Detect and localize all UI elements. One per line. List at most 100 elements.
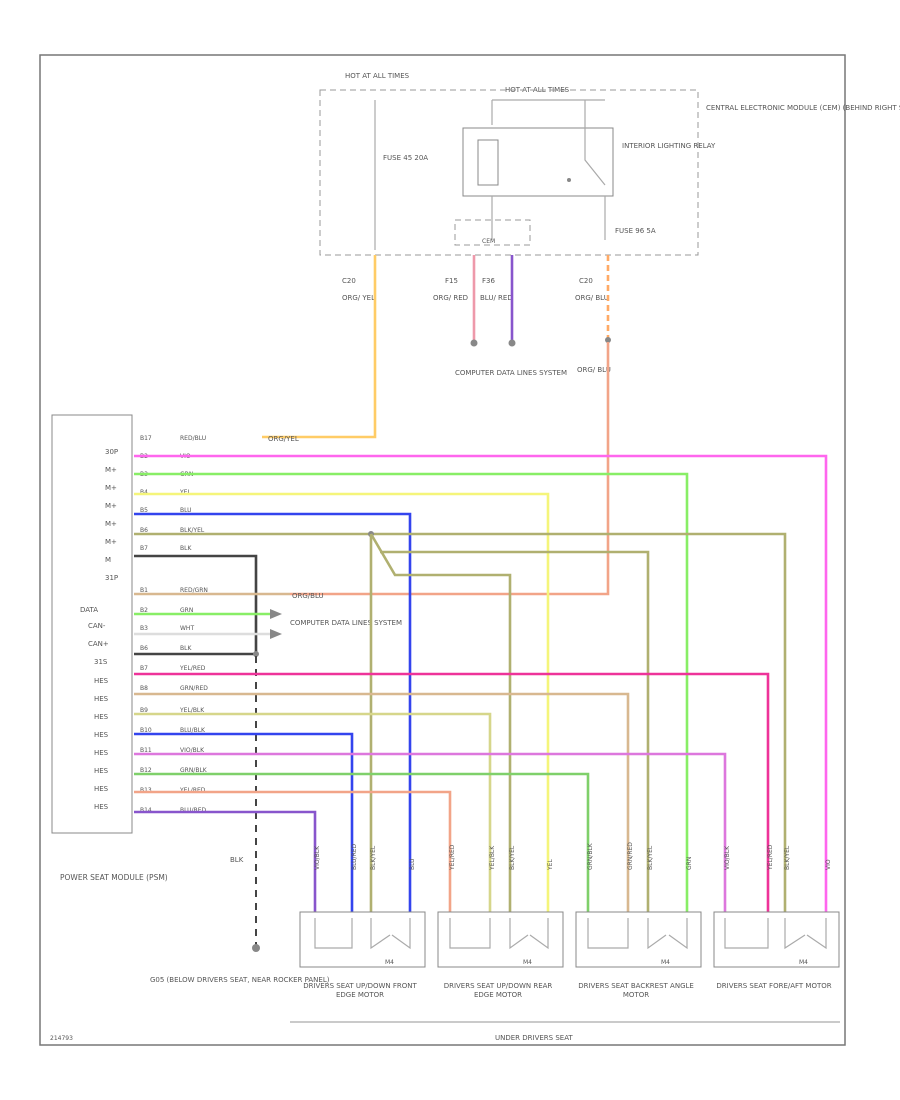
wire-tag-pin: B2 <box>140 607 148 614</box>
motor-wire-label: VIO <box>825 859 832 870</box>
wire-blu-red-hes <box>134 810 317 912</box>
conn-c20-right: C20 <box>579 277 593 285</box>
wire-label-org-blu: ORG/ BLU <box>575 294 609 302</box>
wire-tag-pin: B5 <box>140 507 148 514</box>
wire-tag-pin: B13 <box>140 787 152 794</box>
motor-wire-label: BLK/YEL <box>647 845 654 870</box>
org-yel-return-label: ORG/YEL <box>268 435 299 443</box>
wire-blk-yel-common <box>134 532 787 912</box>
motor-rear-edge: M4 <box>437 911 564 968</box>
wire-tag-pin: B12 <box>140 767 152 774</box>
pin-label: M+ <box>105 484 117 492</box>
pin-label: HES <box>94 695 109 703</box>
wire-label-org-yel: ORG/ YEL <box>342 294 375 302</box>
motor-wire-labels: VIO/BLK BLU/RED BLK/YEL BLU YEL/RED YEL/… <box>314 842 832 871</box>
motor-name: DRIVERS SEAT UP/DOWN REAR EDGE MOTOR <box>443 982 553 999</box>
conn-f15: F15 <box>445 277 458 285</box>
pin-label: HES <box>94 803 109 811</box>
motor-name: DRIVERS SEAT BACKREST ANGLE MOTOR <box>578 982 694 999</box>
relay-switch <box>584 125 606 240</box>
splice-f36 <box>508 339 516 347</box>
motor-wire-label: VIO/BLK <box>314 845 321 870</box>
wire-tag-pin: B1 <box>140 587 148 594</box>
pin-label: HES <box>94 767 109 775</box>
interior-lighting-relay <box>462 127 614 197</box>
wire-tag-pin: B3 <box>140 625 148 632</box>
cem-box-label: CEM <box>482 238 495 245</box>
ground-wire-label: BLK <box>230 856 244 864</box>
pin-label: M <box>105 556 111 564</box>
motor-conn: M4 <box>661 959 670 966</box>
wire-tag-pin: B11 <box>140 747 152 754</box>
wire-tag-color: GRN/BLK <box>180 767 208 774</box>
wire-label-org-red: ORG/ RED <box>433 294 468 302</box>
pin-label: 30P <box>105 448 118 456</box>
pin-label: CAN- <box>88 622 106 630</box>
wire-tag-color: YEL/RED <box>179 787 206 794</box>
pin-label: HES <box>94 785 109 793</box>
wire-vio <box>134 454 828 912</box>
motor-conn: M4 <box>385 959 394 966</box>
pin-label: DATA <box>80 606 98 614</box>
wire-tag-color: YEL/BLK <box>179 707 205 714</box>
wire-yel <box>134 492 550 912</box>
wire-tag-pin: B10 <box>140 727 152 734</box>
wire-vio-blk-hes <box>134 752 727 912</box>
diagram-frame <box>39 54 846 1046</box>
diagram-id: 214793 <box>50 1035 73 1042</box>
pin-label: M+ <box>105 466 117 474</box>
wire-tag-pin: B6 <box>140 645 148 652</box>
wire-tag-color: RED/BLU <box>180 435 206 442</box>
fuse-45-label: FUSE 45 20A <box>383 154 428 162</box>
module-pin-labels: 30P M+ M+ M+ M+ M+ M 31P DATA CAN- CAN+ … <box>80 448 118 811</box>
wire-blu <box>134 512 412 912</box>
conn-c20-left: C20 <box>342 277 356 285</box>
wire-tag-color: RED/GRN <box>180 587 208 594</box>
ground-point <box>252 944 260 952</box>
wire-tag-color: BLU/RED <box>180 807 207 814</box>
pin-label: 31P <box>105 574 118 582</box>
motor-names: DRIVERS SEAT UP/DOWN FRONT EDGE MOTOR DR… <box>303 982 832 999</box>
wire-org-yel <box>262 255 377 439</box>
wire-yel-red-hes1 <box>134 672 770 912</box>
wire-tag-color: BLK <box>180 545 192 552</box>
motor-wire-label: GRN <box>686 857 693 870</box>
pin-label: M+ <box>105 502 117 510</box>
pin-label: M+ <box>105 538 117 546</box>
wire-tag-pin: B14 <box>140 807 152 814</box>
splice-f15 <box>470 339 478 347</box>
wire-tag-pin: B9 <box>140 707 148 714</box>
cem-label: CENTRAL ELECTRONIC MODULE (CEM) (BEHIND … <box>706 104 900 112</box>
ground-name: G05 (BELOW DRIVERS SEAT, NEAR ROCKER PAN… <box>150 976 330 984</box>
motor-backrest: M4 <box>575 911 702 968</box>
wire-tag-pin: B4 <box>140 489 148 496</box>
wire-tag-color: WHT <box>180 625 194 632</box>
under-seat-label: UNDER DRIVERS SEAT <box>495 1034 573 1042</box>
relay-label: INTERIOR LIGHTING RELAY <box>622 142 716 150</box>
motor-wire-label: YEL <box>547 859 554 871</box>
wire-tag-pin: B8 <box>140 685 148 692</box>
wire-grn-red-hes <box>134 692 630 912</box>
motor-wire-label: BLU <box>409 858 416 870</box>
motor-wire-label: YEL/BLK <box>489 845 496 871</box>
wire-tag-color: YEL/RED <box>179 665 206 672</box>
wire-tag-color: BLK/YEL <box>180 527 205 534</box>
wire-tag-color: BLU <box>180 507 192 514</box>
wire-blu-blk-hes <box>134 732 354 912</box>
wire-blk-yel-rear <box>369 533 512 912</box>
motor-wire-label: VIO/BLK <box>724 845 731 870</box>
cem-boundary <box>319 89 699 256</box>
motor-conn: M4 <box>523 959 532 966</box>
wire-grn-blk-hes <box>134 772 590 912</box>
wire-blk-b7 <box>134 554 258 652</box>
pin-label: CAN+ <box>88 640 109 648</box>
motor-fore-aft: M4 <box>713 911 840 968</box>
motor-wire-label: BLK/YEL <box>784 845 791 870</box>
motor-name: DRIVERS SEAT FORE/AFT MOTOR <box>716 982 832 990</box>
motor-wire-label: YEL/RED <box>767 844 774 871</box>
wire-tags: B17 RED/BLU B2 VIO B3 GRN B4 YEL B5 BLU … <box>140 435 208 814</box>
hot-at-all-times-label-2: HOT AT ALL TIMES <box>505 86 570 94</box>
wire-blk-yel-backrest <box>380 550 650 912</box>
wire-tag-pin: B17 <box>140 435 152 442</box>
